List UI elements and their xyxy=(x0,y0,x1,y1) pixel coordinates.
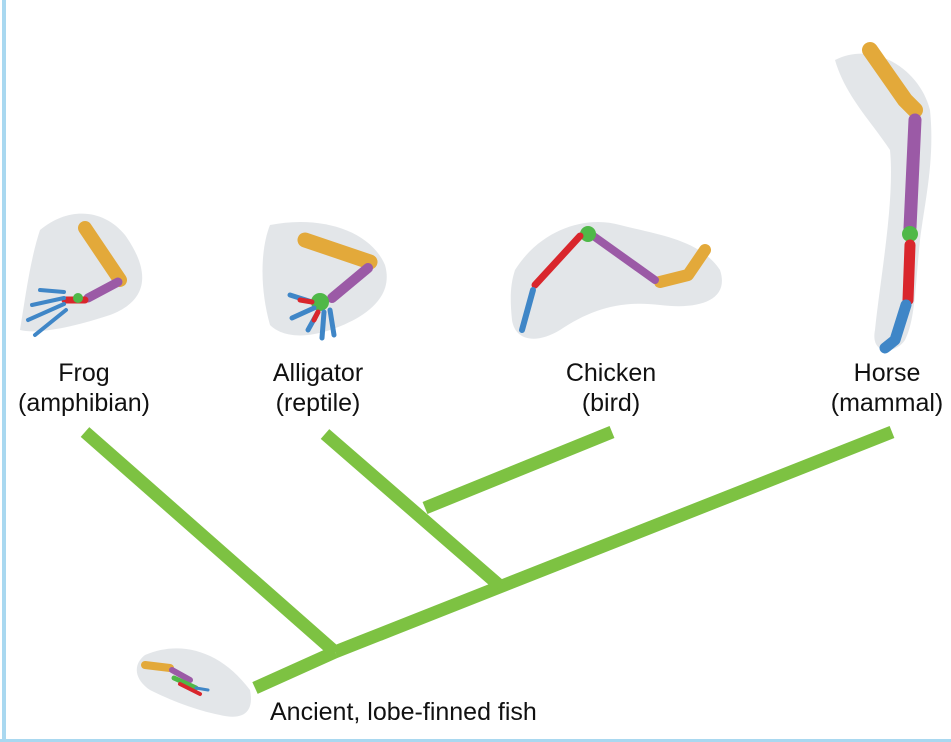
alligator-forelimb-icon xyxy=(263,222,387,338)
taxon-name-chicken: Chicken xyxy=(566,358,656,388)
branch-frog xyxy=(85,432,335,652)
taxon-name-frog: Frog xyxy=(18,358,150,388)
ancestor-label: Ancient, lobe-finned fish xyxy=(270,697,537,727)
taxon-name-alligator: Alligator xyxy=(273,358,363,388)
taxon-name-horse: Horse xyxy=(831,358,944,388)
tree-branches xyxy=(85,432,892,688)
taxon-group-frog: (amphibian) xyxy=(18,388,150,418)
chicken-wing-icon xyxy=(511,222,722,339)
branch-chicken xyxy=(425,432,612,508)
taxon-label-frog: Frog (amphibian) xyxy=(18,358,150,418)
taxon-label-chicken: Chicken (bird) xyxy=(566,358,656,418)
taxon-group-alligator: (reptile) xyxy=(273,388,363,418)
horse-leg-icon xyxy=(835,50,931,350)
taxon-group-horse: (mammal) xyxy=(831,388,944,418)
branch-main-to-horse xyxy=(335,432,892,652)
taxon-label-horse: Horse (mammal) xyxy=(831,358,944,418)
branch-stem-fish xyxy=(255,652,335,688)
lobe-fin-icon xyxy=(137,648,251,716)
taxon-group-chicken: (bird) xyxy=(566,388,656,418)
branch-to-archosaurs xyxy=(325,434,500,586)
frog-forelimb-icon xyxy=(20,214,142,335)
taxon-label-alligator: Alligator (reptile) xyxy=(273,358,363,418)
